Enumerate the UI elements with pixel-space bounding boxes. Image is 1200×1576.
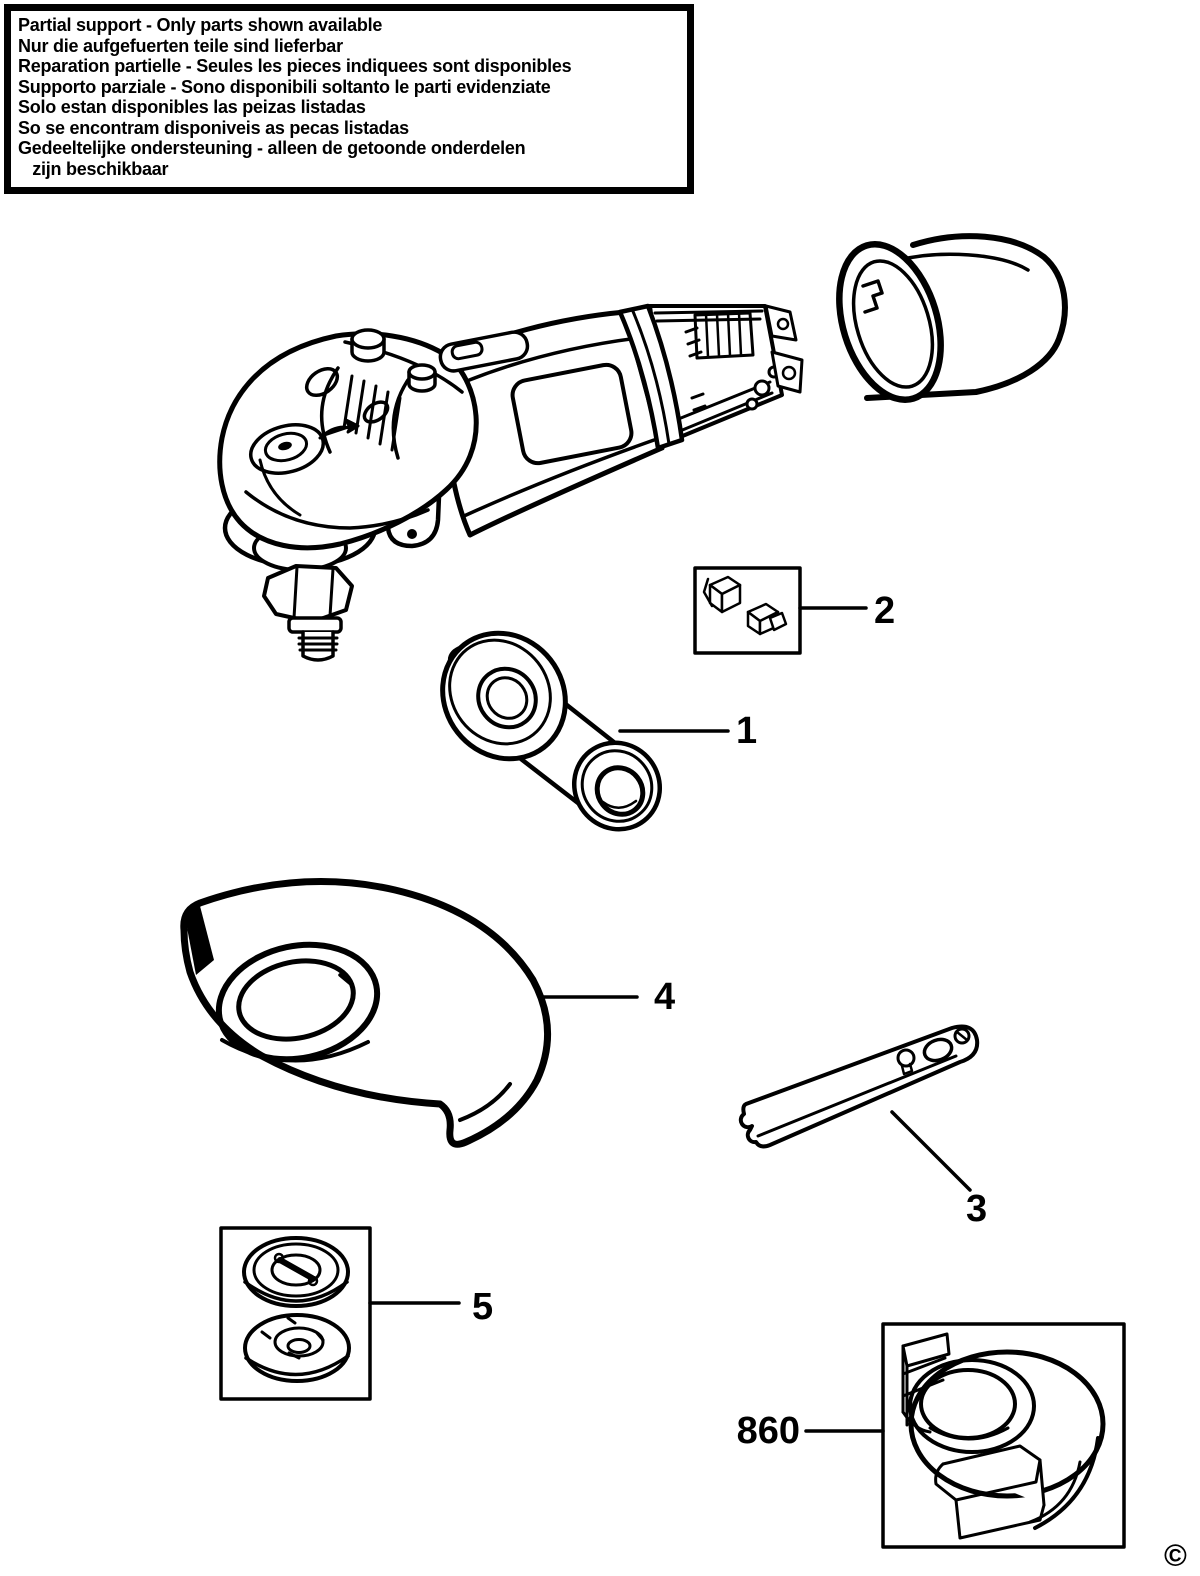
spanner-illustration: [738, 1024, 980, 1149]
side-handle-illustration: [440, 630, 663, 832]
outer-flange-nut: [242, 1236, 350, 1308]
guard-mount-channel: [901, 1332, 951, 1434]
disclaimer-box: Partial support - Only parts shown avail…: [4, 4, 694, 194]
disclaimer-line-nl-2: zijn beschikbaar: [18, 158, 169, 179]
disclaimer-line-pt: So se encontram disponiveis as pecas lis…: [18, 117, 409, 138]
guard-clip-channel: [934, 1444, 1046, 1540]
disclaimer-line-es: Solo estan disponibles las peizas listad…: [18, 97, 366, 117]
disclaimer-line-nl-1: Gedeeltelijke ondersteuning - alleen de …: [18, 138, 526, 158]
spanner-screw: [953, 1027, 971, 1045]
leader-line-3: [890, 1110, 972, 1192]
flange-set-box: [219, 1226, 372, 1401]
wheel-guard-illustration: [180, 878, 552, 1148]
motor-field-section: [648, 304, 804, 444]
output-spindle: [262, 564, 354, 662]
guard-860-box: [881, 1322, 1126, 1549]
switch-panel: [438, 330, 530, 373]
part-label-spanner: 3: [966, 1188, 988, 1230]
disclaimer-line-fr: Reparation partielle - Seules les pieces…: [18, 56, 572, 76]
part-label-flange-set: 5: [472, 1286, 494, 1328]
head-pin-knob: [407, 363, 437, 393]
part-label-brush-set: 2: [874, 590, 896, 632]
carbon-brush-a: [702, 575, 742, 614]
spanner-pin: [896, 1048, 916, 1076]
disclaimer-line-it: Supporto parziale - Sono disponibili sol…: [18, 76, 551, 97]
disclaimer-line-de: Nur die aufgefuerten teile sind lieferba…: [18, 35, 343, 56]
part-label-guard-860: 860: [736, 1410, 800, 1452]
leader-lines: [368, 606, 972, 1433]
disclaimer-line-en: Partial support - Only parts shown avail…: [18, 15, 383, 35]
brush-set-box: [693, 566, 802, 655]
copyright-symbol: ©: [1164, 1538, 1187, 1573]
grinder-illustration: [217, 303, 804, 662]
part-label-side-handle: 1: [736, 710, 758, 752]
handle-end-cap: [571, 740, 663, 832]
carbon-brush-b: [746, 602, 788, 636]
spindle-lock-button: [350, 328, 386, 363]
keyway-notch: [861, 279, 884, 314]
inner-flange: [243, 1313, 351, 1383]
part-label-wheel-guard: 4: [654, 976, 676, 1018]
end-cap-illustration: [836, 233, 1068, 403]
